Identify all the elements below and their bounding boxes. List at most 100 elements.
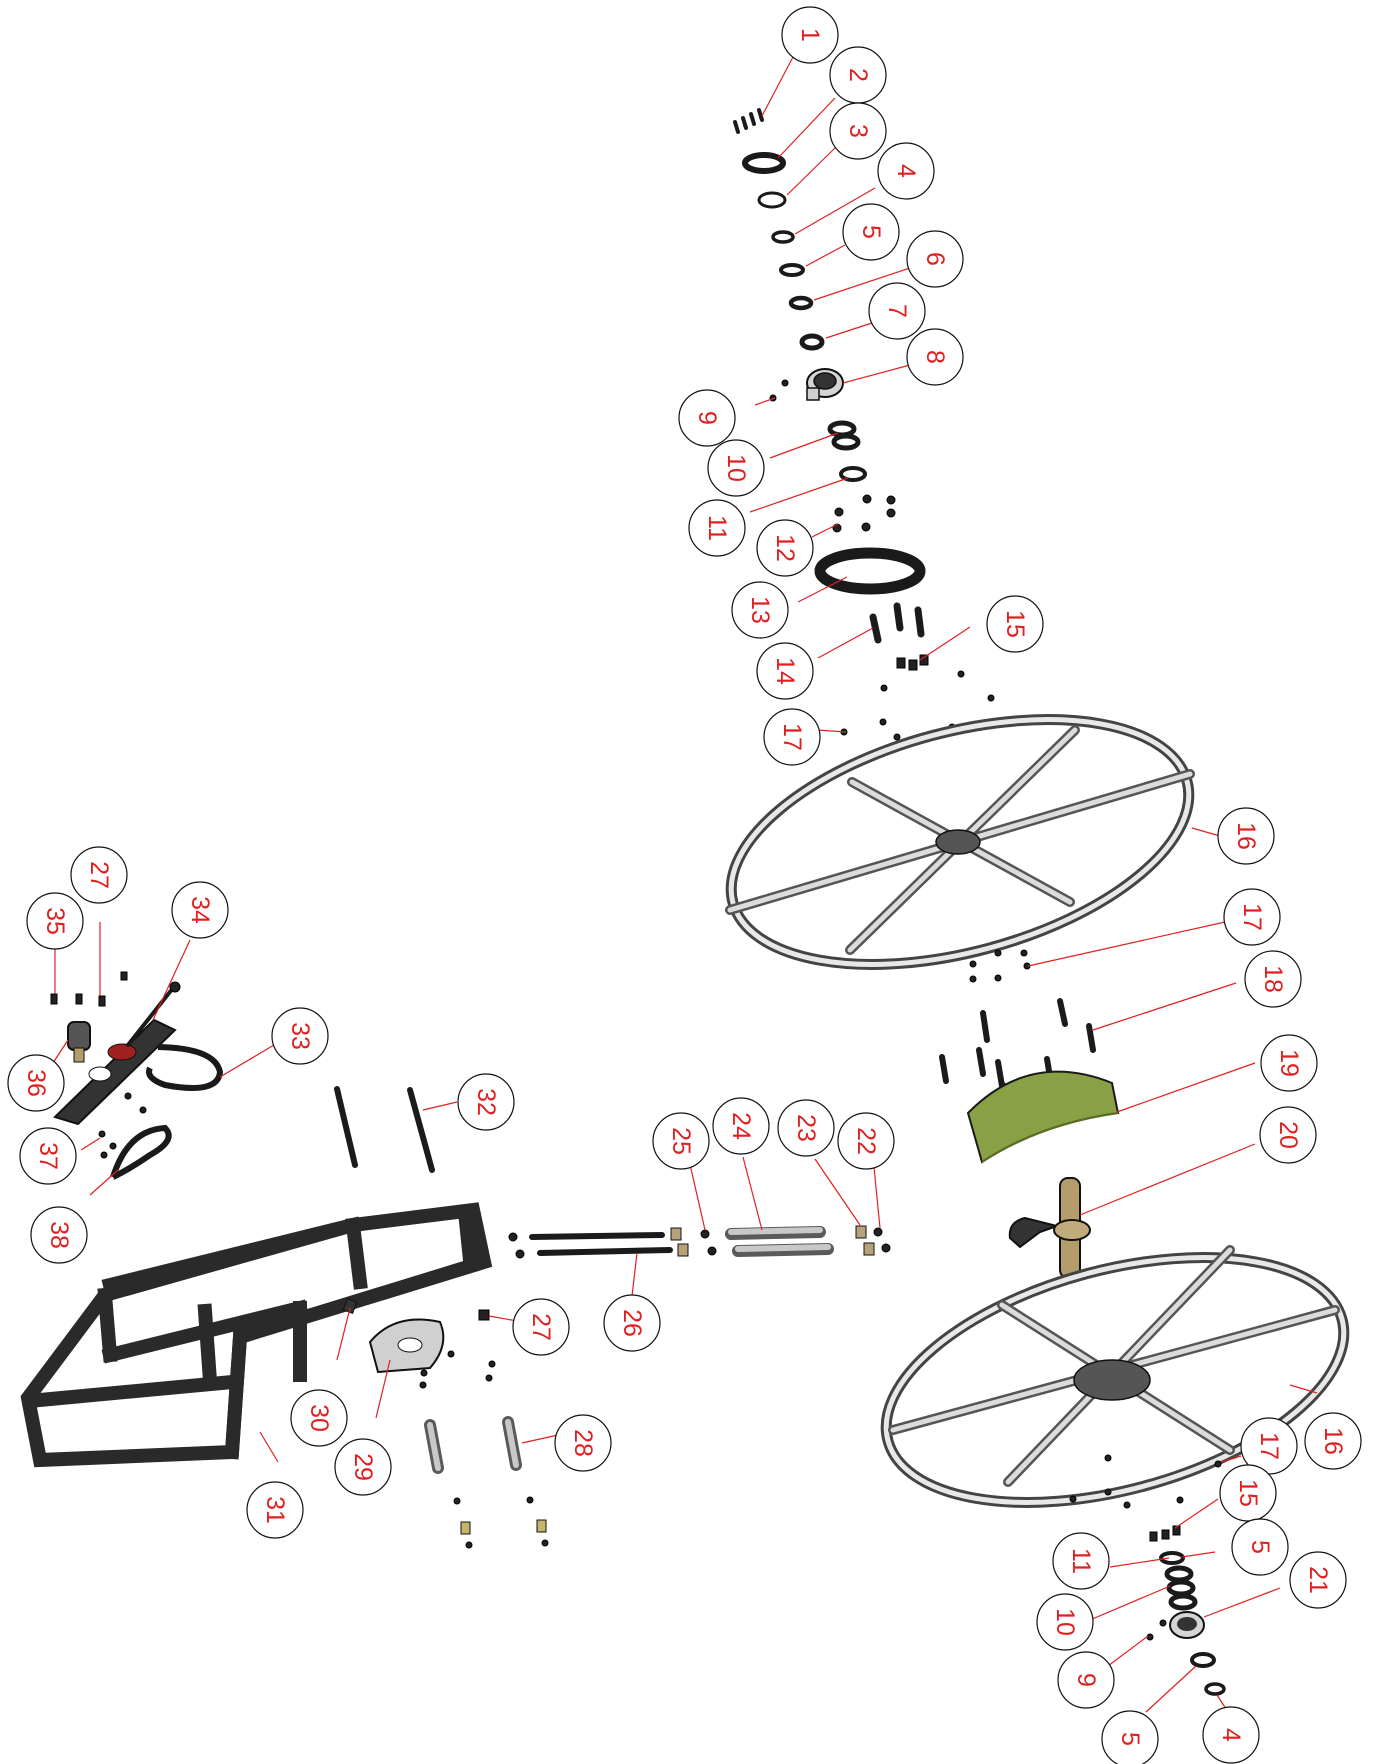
leader-11: [749, 477, 849, 513]
balloon-circle: [829, 102, 887, 160]
part-9-set-screws: [769, 379, 789, 402]
balloon-17: 17: [1223, 888, 1281, 946]
balloon-circle: [652, 1112, 710, 1170]
part-35-27-screws: [50, 971, 128, 1007]
part-15-nuts-lower: [1149, 1525, 1181, 1542]
balloon-17: 17: [763, 708, 821, 766]
balloon-circle: [1219, 1464, 1277, 1522]
balloon-label: 17: [1255, 1432, 1283, 1460]
leader-20: [1079, 1143, 1256, 1216]
part-27-nut: [478, 1309, 490, 1321]
balloon-circle: [906, 230, 964, 288]
balloon-circle: [777, 1099, 835, 1157]
balloon-label: 5: [1116, 1732, 1144, 1746]
balloon-label: 20: [1274, 1121, 1302, 1149]
leader-10b: [1089, 1585, 1171, 1621]
balloon-circle: [271, 1007, 329, 1065]
leader-36: [52, 1039, 69, 1064]
balloon-9: 9: [1057, 1651, 1115, 1709]
balloon-circle: [26, 892, 84, 950]
part-5-washer-lower: [1159, 1551, 1185, 1565]
leader-21: [1203, 1587, 1281, 1618]
balloon-33: 33: [271, 1007, 329, 1065]
balloon-label: 19: [1275, 1049, 1303, 1077]
balloon-label: 4: [1217, 1728, 1245, 1742]
balloon-28: 28: [554, 1414, 612, 1472]
part-2-flange-washer: [742, 152, 786, 174]
part-32-rods: [334, 1086, 435, 1173]
balloon-12: 12: [756, 519, 814, 577]
balloon-circle: [842, 203, 900, 261]
leader-9: [754, 397, 776, 406]
balloon-36: 36: [7, 1054, 65, 1112]
balloon-label: 8: [921, 350, 949, 364]
balloon-19: 19: [1260, 1034, 1318, 1092]
balloon-26: 26: [603, 1294, 661, 1352]
balloon-23: 23: [777, 1099, 835, 1157]
balloon-37: 37: [19, 1127, 77, 1185]
leader-5b: [1181, 1551, 1216, 1558]
balloon-label: 33: [286, 1022, 314, 1050]
balloon-circle: [1217, 807, 1275, 865]
balloon-circle: [603, 1294, 661, 1352]
balloon-label: 35: [41, 907, 69, 935]
part-8-bearing-housing: [806, 368, 844, 401]
balloon-13: 13: [731, 581, 789, 639]
part-17-dots-lower: [1069, 1454, 1222, 1509]
part-19-spreader-ring: [966, 1070, 1120, 1164]
balloon-circle: [678, 389, 736, 447]
balloon-circle: [1223, 888, 1281, 946]
balloon-circle: [30, 1206, 88, 1264]
balloon-label: 9: [693, 411, 721, 425]
leader-2: [777, 97, 836, 159]
leader-22: [872, 1156, 881, 1229]
balloon-11: 11: [688, 499, 746, 557]
balloon-21: 21: [1289, 1551, 1347, 1609]
balloon-label: 27: [85, 861, 113, 889]
balloon-5: 5: [842, 203, 900, 261]
balloon-label: 15: [1234, 1479, 1262, 1507]
balloon-7: 7: [868, 282, 926, 340]
balloon-circle: [290, 1389, 348, 1447]
leader-16a: [1191, 827, 1221, 837]
parts-layer: [20, 108, 1350, 1696]
balloon-label: 5: [857, 225, 885, 239]
leader-30: [336, 1307, 351, 1361]
balloon-label: 9: [1072, 1673, 1100, 1687]
balloon-label: 1: [796, 28, 824, 42]
part-16-lower-wheel: [880, 1245, 1350, 1508]
balloon-label: 31: [261, 1496, 289, 1524]
leader-26: [631, 1252, 638, 1297]
balloon-35: 35: [26, 892, 84, 950]
balloon-label: 27: [527, 1313, 555, 1341]
balloon-5: 5: [1101, 1710, 1159, 1764]
part-30-plate: [342, 1298, 358, 1314]
balloon-circle: [781, 6, 839, 64]
part-33-belt: [146, 1044, 224, 1091]
leader-19: [1116, 1062, 1256, 1113]
balloon-circle: [246, 1481, 304, 1539]
balloon-circle: [70, 846, 128, 904]
balloon-label: 15: [1001, 610, 1029, 638]
balloon-label: 25: [667, 1127, 695, 1155]
balloon-16: 16: [1217, 807, 1275, 865]
balloon-14: 14: [756, 642, 814, 700]
balloon-circle: [1231, 1518, 1289, 1576]
balloon-circle: [763, 708, 821, 766]
balloon-27: 27: [70, 846, 128, 904]
part-7-washer: [799, 333, 825, 351]
part-26-rods: [508, 1232, 673, 1259]
balloon-25: 25: [652, 1112, 710, 1170]
balloon-16: 16: [1304, 1412, 1362, 1470]
part-12-bolts: [832, 494, 896, 533]
balloon-circle: [877, 142, 935, 200]
balloon-15: 15: [986, 595, 1044, 653]
balloon-callouts: 1234567891011121314151716171819202223242…: [7, 6, 1362, 1764]
leader-6: [813, 267, 911, 301]
balloon-label: 10: [722, 454, 750, 482]
balloon-17: 17: [1240, 1417, 1298, 1475]
part-5-washer: [779, 263, 805, 277]
balloon-label: 17: [778, 723, 806, 751]
balloon-circle: [756, 519, 814, 577]
